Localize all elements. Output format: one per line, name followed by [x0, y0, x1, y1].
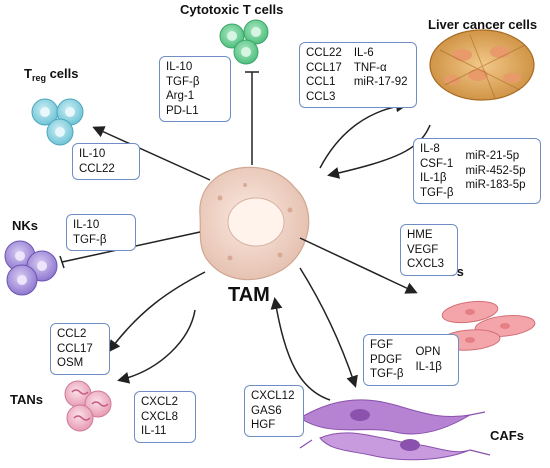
tan-out-factor: CXCL2 [141, 396, 179, 408]
cytotoxic-factor: IL-10 [166, 61, 193, 73]
cafs-title: CAFs [490, 428, 524, 443]
lsecs-icon [439, 300, 536, 351]
caf-in-factor: HGF [251, 419, 276, 431]
tans-icon [64, 380, 112, 432]
liver-out-factors-box: IL-8 CSF-1 IL-1β TGF-β miR-21-5p miR-452… [413, 138, 541, 204]
cytotoxic-factors-box: IL-10 TGF-β Arg-1 PD-L1 [159, 56, 231, 122]
caf-in-factors-box: CXCL12 GAS6 HGF [244, 385, 304, 437]
tan-out-factor: IL-11 [141, 425, 167, 437]
cytotoxic-t-cells-title: Cytotoxic T cells [180, 2, 284, 17]
treg-factors-box: IL-10 CCL22 [72, 143, 140, 180]
liver-out-factor: TGF-β [420, 186, 454, 199]
tan-in-factor: CCL2 [57, 328, 87, 340]
liver-in-factor: IL-6 [353, 47, 374, 59]
tan-in-factors-box: CCL2 CCL17 OSM [50, 323, 110, 375]
liver-cancer-cells-icon [429, 29, 535, 101]
liver-out-factor: miR-183-5p [465, 179, 526, 191]
liver-out-factor: IL-1β [420, 172, 447, 184]
liver-in-factor: CCL22 [306, 47, 342, 59]
treg-cells-icon [31, 98, 84, 146]
tan-out-factor: CXCL8 [141, 410, 179, 423]
tan-out-factors-box: CXCL2 CXCL8 IL-11 [134, 391, 196, 443]
treg-factor: IL-10 [79, 148, 106, 160]
cafs-icon [289, 399, 491, 461]
nk-cells-icon [4, 240, 58, 296]
lsec-factor: CXCL3 [407, 258, 445, 270]
liver-in-factor: miR-17-92 [353, 76, 408, 88]
treg-cells-title: Treg cells [24, 66, 79, 83]
caf-in-factor: CXCL12 [251, 390, 295, 402]
cytotoxic-factor: PD-L1 [166, 104, 199, 117]
cytotoxic-factor: TGF-β [166, 75, 200, 88]
caf-in-factor: GAS6 [251, 404, 282, 417]
caf-out-factors-box: FGF PDGF TGF-β OPN IL-1β [363, 334, 459, 386]
caf-out-factor: OPN [415, 346, 441, 358]
liver-out-factor: miR-21-5p [465, 150, 520, 162]
nk-factors-box: IL-10 TGF-β [66, 214, 136, 251]
nk-factor: IL-10 [73, 219, 100, 231]
lsec-factors-box: HME VEGF CXCL3 [400, 224, 458, 276]
tam-title: TAM [228, 284, 270, 306]
tan-in-factor: OSM [57, 357, 84, 369]
nks-title: NKs [12, 218, 39, 233]
liver-in-factor: CCL17 [306, 61, 342, 74]
lsec-factor: HME [407, 229, 433, 241]
caf-out-factor: FGF [370, 339, 393, 351]
liver-in-factor: CCL1 [306, 76, 336, 88]
caf-out-factor: TGF-β [370, 368, 404, 380]
nk-factor: TGF-β [73, 233, 107, 246]
tans-title: TANs [10, 392, 43, 407]
treg-factor: CCL22 [79, 162, 115, 175]
caf-out-factor: PDGF [370, 353, 402, 366]
liver-in-factor: TNF-α [353, 61, 387, 74]
lsec-factor: VEGF [407, 243, 439, 256]
liver-in-factors-box: CCL22 CCL17 CCL1 CCL3 IL-6 TNF-α miR-17-… [299, 42, 417, 108]
tan-in-factor: CCL17 [57, 342, 93, 355]
liver-out-factor: CSF-1 [420, 157, 454, 170]
caf-out-factor: IL-1β [415, 360, 442, 373]
liver-in-factor: CCL3 [306, 90, 336, 103]
cytotoxic-t-cells-icon [219, 19, 269, 65]
cytotoxic-factor: Arg-1 [166, 90, 195, 102]
tam-cell-icon [199, 166, 310, 281]
liver-cancer-cells-title: Liver cancer cells [428, 17, 538, 32]
liver-out-factor: IL-8 [420, 143, 440, 155]
liver-out-factor: miR-452-5p [465, 164, 526, 177]
